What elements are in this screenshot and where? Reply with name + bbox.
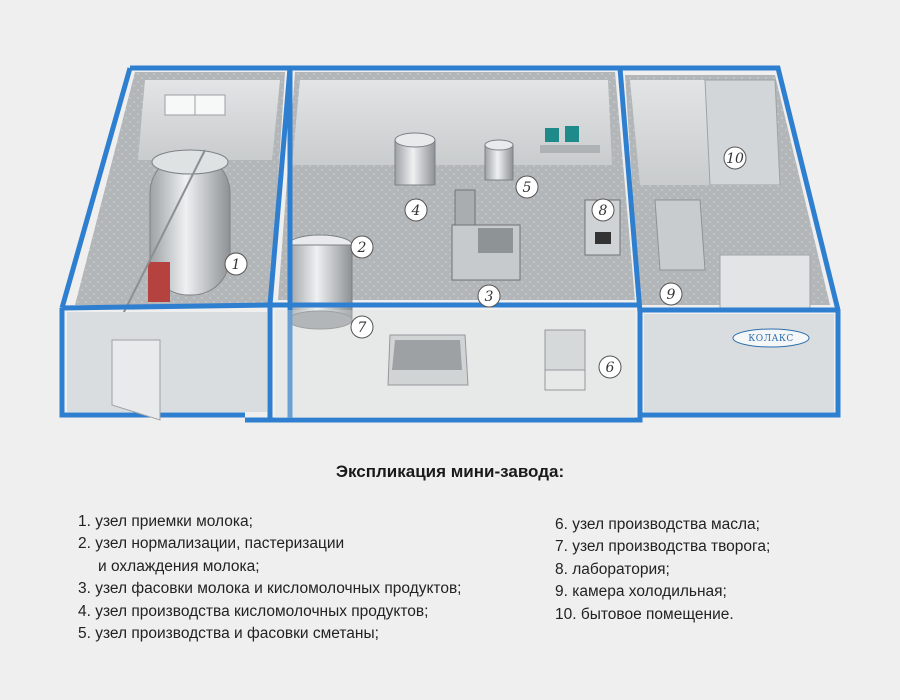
marker-4: 4 bbox=[405, 199, 427, 221]
svg-text:5: 5 bbox=[523, 180, 532, 196]
svg-text:4: 4 bbox=[411, 203, 421, 219]
legend-item-10: 10. бытовое помещение. bbox=[555, 604, 770, 626]
legend-left: 1. узел приемки молока; 2. узел нормализ… bbox=[78, 511, 461, 645]
marker-7: 7 bbox=[351, 316, 373, 338]
legend-right: 6. узел производства масла; 7. узел прои… bbox=[555, 514, 770, 626]
svg-text:6: 6 bbox=[606, 360, 615, 376]
marker-8: 8 bbox=[592, 199, 614, 221]
legend-item-8: 8. лаборатория; bbox=[555, 559, 770, 581]
logo-text: КОЛАКС bbox=[748, 334, 794, 344]
svg-text:10: 10 bbox=[726, 151, 744, 167]
svg-text:8: 8 bbox=[599, 203, 608, 219]
legend-item-7: 7. узел производства творога; bbox=[555, 536, 770, 558]
legend-item-6: 6. узел производства масла; bbox=[555, 514, 770, 536]
legend-item-4: 4. узел производства кисломолочных проду… bbox=[78, 601, 461, 623]
svg-text:3: 3 bbox=[485, 289, 494, 305]
svg-text:1: 1 bbox=[232, 257, 241, 273]
legend-item-1: 1. узел приемки молока; bbox=[78, 511, 461, 533]
legend-item-9: 9. камера холодильная; bbox=[555, 581, 770, 603]
legend-item-5: 5. узел производства и фасовки сметаны; bbox=[78, 623, 461, 645]
sour-cream-tank bbox=[485, 140, 513, 180]
marker-5: 5 bbox=[516, 176, 538, 198]
marker-1: 1 bbox=[225, 253, 247, 275]
marker-2: 2 bbox=[351, 236, 373, 258]
marker-6: 6 bbox=[599, 356, 621, 378]
explication-title: Экспликация мини-завода: bbox=[0, 462, 900, 482]
front-walls: КОЛАКС bbox=[67, 310, 834, 420]
fermentation-tank bbox=[395, 133, 435, 185]
svg-text:7: 7 bbox=[358, 320, 367, 336]
mini-plant-illustration: КОЛАКС 1 2 3 4 5 6 7 8 9 10 bbox=[0, 0, 900, 440]
legend-item-3: 3. узел фасовки молока и кисломолочных п… bbox=[78, 578, 461, 600]
marker-9: 9 bbox=[660, 283, 682, 305]
marker-10: 10 bbox=[724, 147, 746, 169]
svg-text:2: 2 bbox=[357, 240, 367, 256]
svg-text:9: 9 bbox=[667, 287, 676, 303]
marker-3: 3 bbox=[478, 285, 500, 307]
